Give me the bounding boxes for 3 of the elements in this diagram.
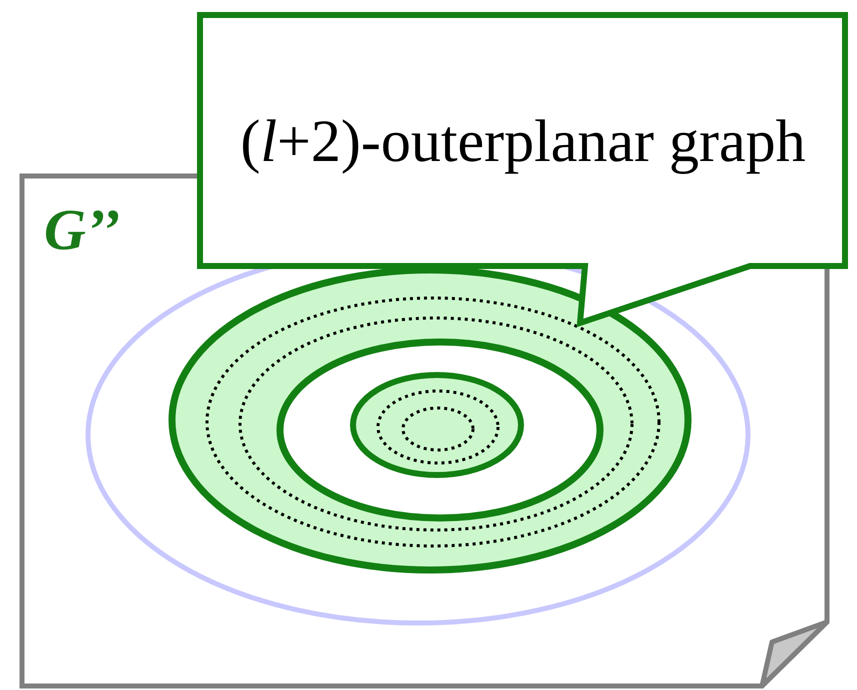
callout-bubble [197, 12, 849, 330]
graph-name: G’’ [44, 196, 120, 263]
callout-text: (l+2)-outerplanar graph [239, 106, 807, 176]
